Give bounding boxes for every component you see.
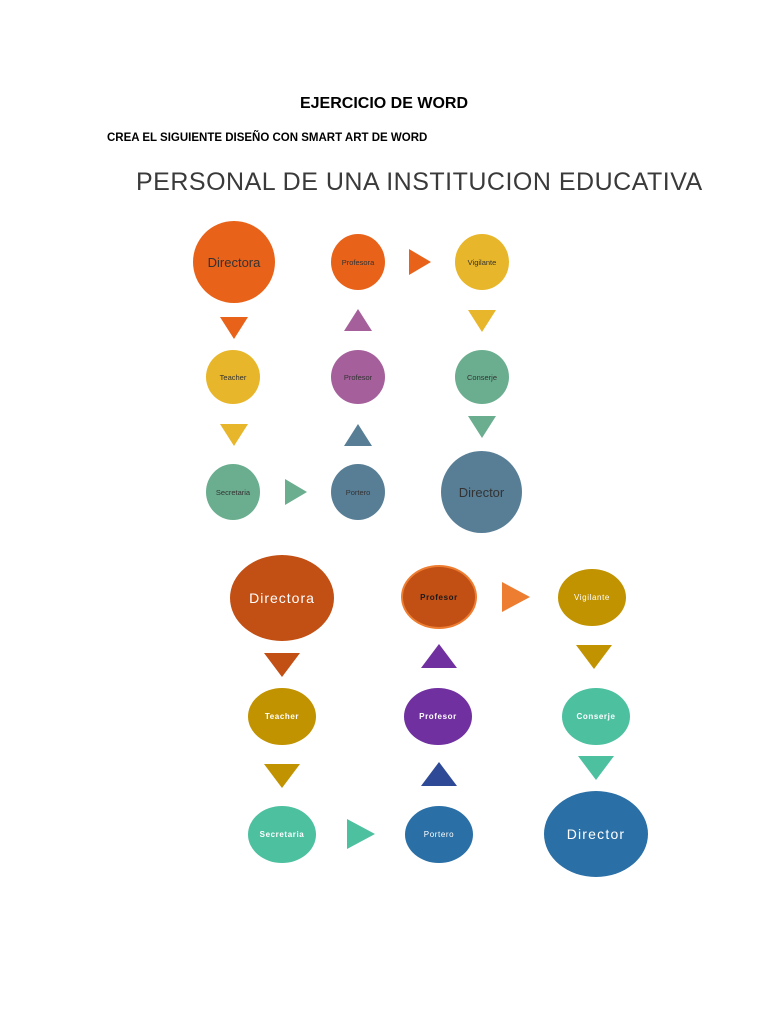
result-node-vigilante: Vigilante	[558, 569, 626, 626]
example-node-profesora: Profesora	[331, 234, 385, 290]
result-arrow-teacher-to-secretaria	[264, 764, 300, 788]
result-node-teacher: Teacher	[248, 688, 316, 745]
result-node-portero: Portero	[405, 806, 473, 863]
result-node-directora: Directora	[230, 555, 334, 641]
result-node-director: Director	[544, 791, 648, 877]
document-instruction: CREA EL SIGUIENTE DISEÑO CON SMART ART D…	[107, 132, 428, 144]
example-arrow-portero-to-profesor	[344, 424, 372, 446]
example-node-conserje: Conserje	[455, 350, 509, 404]
example-arrow-conserje-to-director	[468, 416, 496, 438]
example-node-portero: Portero	[331, 464, 385, 520]
example-node-profesor: Profesor	[331, 350, 385, 404]
example-arrow-vigilante-to-conserje	[468, 310, 496, 332]
result-node-profesor-mid: Profesor	[404, 688, 472, 745]
example-node-directora: Directora	[193, 221, 275, 303]
result-node-profesor-top: Profesor	[403, 567, 475, 627]
example-node-teacher: Teacher	[206, 350, 260, 404]
result-arrow-conserje-to-director	[578, 756, 614, 780]
example-arrow-directora-to-teacher	[220, 317, 248, 339]
example-arrow-profesor-to-profesora	[344, 309, 372, 331]
result-node-secretaria: Secretaria	[248, 806, 316, 863]
example-diagram-title: PERSONAL DE UNA INSTITUCION EDUCATIVA	[136, 168, 703, 196]
result-node-conserje: Conserje	[562, 688, 630, 745]
result-arrow-vigilante-to-conserje	[576, 645, 612, 669]
result-arrow-directora-to-teacher	[264, 653, 300, 677]
example-node-secretaria: Secretaria	[206, 464, 260, 520]
example-node-vigilante: Vigilante	[455, 234, 509, 290]
result-arrow-profesor-to-vigilante	[502, 582, 530, 612]
example-arrow-teacher-to-secretaria	[220, 424, 248, 446]
example-arrow-secretaria-to-portero	[285, 479, 307, 505]
result-arrow-portero-to-profesor-mid	[421, 762, 457, 786]
result-arrow-profesor-mid-to-profesor-top	[421, 644, 457, 668]
example-node-director: Director	[441, 451, 522, 533]
result-arrow-secretaria-to-portero	[347, 819, 375, 849]
document-heading: EJERCICIO DE WORD	[299, 95, 468, 112]
example-arrow-profesora-to-vigilante	[409, 249, 431, 275]
